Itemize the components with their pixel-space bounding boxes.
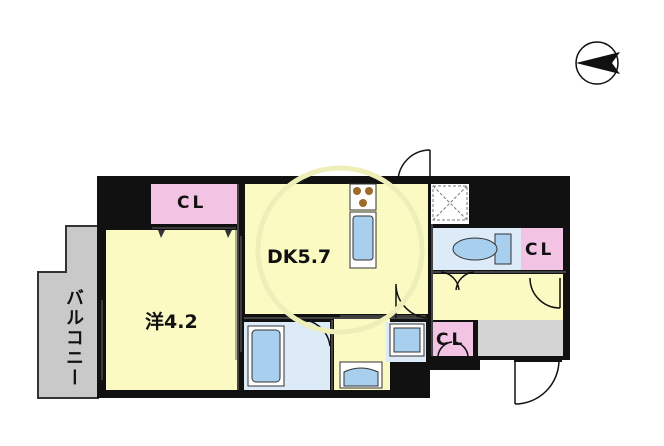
washing-machine-pan (389, 323, 425, 357)
closet-top-label: CL (177, 193, 207, 213)
bathtub-icon (247, 325, 285, 387)
north-arrow-icon (575, 41, 620, 85)
interior-walls (237, 184, 566, 390)
entry-floor (478, 320, 563, 356)
stove-icon (349, 183, 377, 211)
hall-floor (433, 274, 563, 320)
closet-toilet-label: CL (525, 240, 555, 260)
closet-toilet-floor (521, 228, 563, 270)
washbasin-icon (339, 361, 383, 389)
watermark (255, 165, 425, 335)
sliding-doors (101, 227, 426, 380)
pipe-space-mark (432, 185, 468, 221)
western-room-label: 洋4.2 (145, 311, 198, 333)
closet-door-marks (158, 230, 232, 238)
closet-top-floor (151, 184, 238, 224)
entry-door-frame (514, 356, 562, 362)
toilet-icon (452, 233, 512, 265)
balcony-label: バルコニー (63, 288, 84, 388)
western-room-floor (106, 230, 238, 390)
kitchen-sink-icon (349, 211, 377, 269)
dk-label: DK5.7 (267, 246, 332, 268)
closet-entry-label: CL (436, 330, 466, 350)
